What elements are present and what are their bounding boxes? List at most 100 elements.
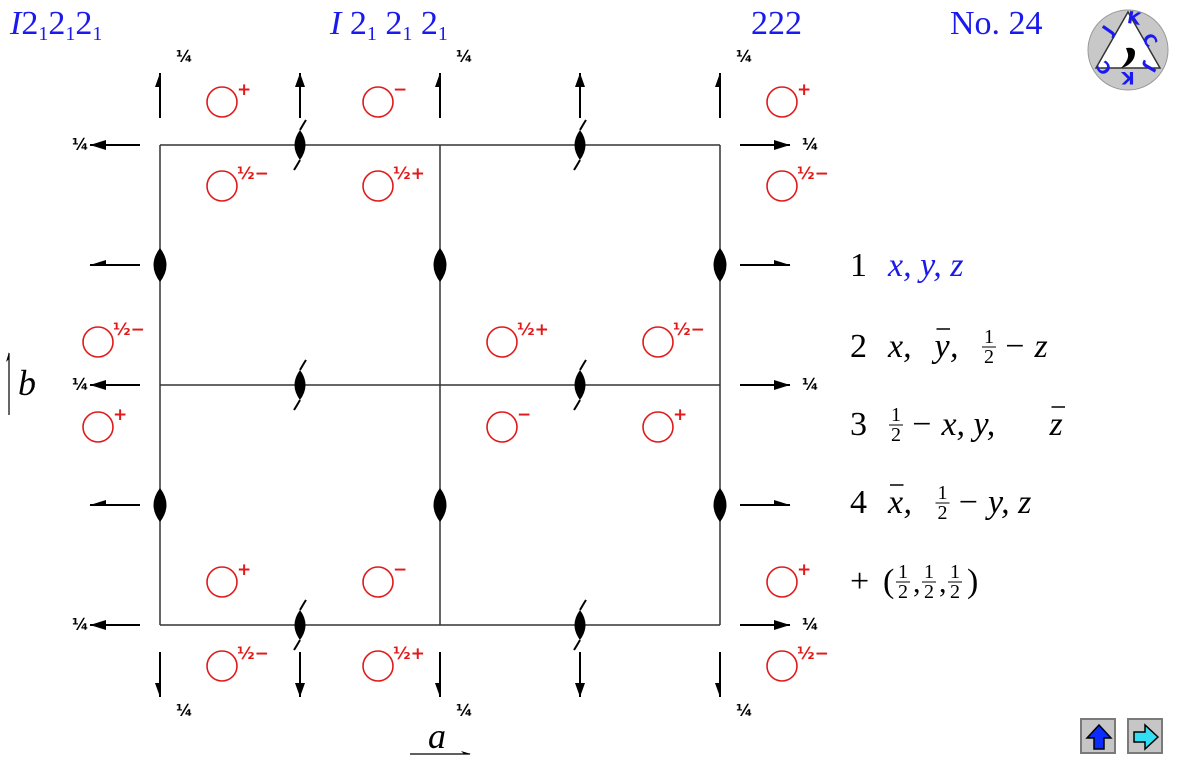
- arrow-head: [155, 73, 160, 87]
- hermann-mauguin-symbol: I212121: [10, 5, 103, 45]
- fraction-denominator: 2: [891, 424, 901, 446]
- general-position: +: [642, 405, 687, 443]
- screw-axis-tail: [299, 599, 307, 611]
- fraction-numerator: 1: [938, 482, 948, 504]
- twofold-axis-arrow-right: [740, 380, 790, 390]
- screw-axis-arrow-left: [90, 260, 140, 266]
- position-circle: [362, 566, 394, 598]
- position-height-label: +: [237, 80, 251, 100]
- screw-axis-vertical-symbol: [153, 248, 167, 282]
- fraction-numerator: 1: [984, 326, 994, 348]
- screw-axis-lens: [294, 370, 306, 400]
- screw-axis-arrow-down: [435, 652, 441, 697]
- height-label-quarter: ¼: [72, 615, 89, 634]
- arrow-head: [90, 260, 106, 265]
- general-position: +: [766, 80, 811, 118]
- axis-b-head: [6, 352, 9, 362]
- up-arrow-icon: [1085, 723, 1113, 750]
- comma: ,: [939, 566, 947, 599]
- position-circle: [642, 326, 674, 358]
- general-position: −: [362, 80, 407, 118]
- arrow-head: [774, 140, 790, 150]
- position-circle: [766, 566, 798, 598]
- centering-close-paren: ): [967, 563, 978, 600]
- twofold-axis-arrow-right: [740, 620, 790, 630]
- coordinate-text: ,: [904, 484, 913, 521]
- position-circle: [206, 650, 238, 682]
- screw-axis-vertical-symbol: [713, 488, 727, 522]
- position-circle: [206, 170, 238, 202]
- position-height-label: ½−: [237, 164, 269, 184]
- position-height-label: ½+: [517, 320, 549, 340]
- screw-axis-vertical-symbol: [153, 488, 167, 522]
- screw-axis-tail: [573, 639, 581, 651]
- screw-axis-vertical-symbol: [433, 488, 447, 522]
- logo-letter: K: [1126, 8, 1143, 30]
- position-height-label: +: [797, 560, 811, 580]
- arrow-head: [575, 683, 585, 697]
- screw-axis-symbol: [573, 599, 587, 651]
- screw-axis-arrow-up: [435, 73, 441, 118]
- arrow-head: [575, 73, 585, 87]
- right-arrow-icon: [1133, 723, 1160, 751]
- fraction-numerator: 1: [898, 561, 908, 583]
- screw-axis-arrow-down: [715, 652, 721, 697]
- centering-vector: +(12,12,12): [850, 561, 978, 603]
- point-group-symbol: 222: [751, 5, 802, 42]
- position-height-label: +: [113, 405, 127, 425]
- twofold-axis-arrow-left: [90, 140, 140, 150]
- fraction-one-half: 12: [922, 561, 936, 603]
- screw-axis-tail: [573, 159, 581, 171]
- fraction-denominator: 2: [984, 346, 994, 368]
- fraction-one-half: 12: [896, 561, 910, 603]
- height-label-quarter: ¼: [456, 47, 473, 66]
- fraction-one-half: 12: [982, 326, 996, 368]
- general-position: ½−: [206, 164, 269, 202]
- axis-a-head: [461, 751, 471, 754]
- position-circle: [206, 86, 238, 118]
- screw-axis-vertical-symbol: [433, 248, 447, 282]
- screw-axis-lens: [294, 130, 306, 160]
- twofold-axis-arrow-down: [575, 652, 585, 697]
- coordinate-text: − x, y,: [910, 406, 995, 443]
- screw-axis-lens: [574, 130, 586, 160]
- position-circle: [642, 411, 674, 443]
- twofold-axis-arrow-left: [90, 620, 140, 630]
- screw-axis-arrow-up: [715, 73, 721, 118]
- arrow-head: [90, 380, 106, 390]
- next-button[interactable]: [1127, 718, 1163, 754]
- position-index: 2: [850, 328, 867, 365]
- position-height-label: ½−: [237, 644, 269, 664]
- general-position: +: [206, 80, 251, 118]
- position-circle: [82, 411, 114, 443]
- screw-axis-symbol: [573, 119, 587, 171]
- screw-axis-tail: [579, 599, 587, 611]
- centering-plus: +: [850, 563, 869, 600]
- twofold-axis-arrow-up: [295, 73, 305, 118]
- screw-axis-symbol: [293, 119, 307, 171]
- screw-axis-symbol: [293, 599, 307, 651]
- screw-axis-arrow-right: [740, 260, 790, 266]
- axis-a: a: [410, 716, 471, 756]
- fraction-numerator: 1: [891, 404, 901, 426]
- fraction-denominator: 2: [898, 581, 908, 603]
- position-circle: [766, 170, 798, 202]
- position-height-label: ½−: [673, 320, 705, 340]
- arrow-head: [90, 140, 106, 150]
- fraction-numerator: 1: [924, 561, 934, 583]
- position-circle: [486, 326, 518, 358]
- up-button[interactable]: [1080, 718, 1116, 754]
- screw-axis-tail: [573, 399, 581, 411]
- general-position: ½−: [206, 644, 269, 682]
- position-height-label: ½−: [113, 320, 145, 340]
- position-height-label: −: [393, 560, 407, 580]
- fraction-numerator: 1: [950, 561, 960, 583]
- arrow-head: [715, 73, 720, 87]
- position-circle: [486, 411, 518, 443]
